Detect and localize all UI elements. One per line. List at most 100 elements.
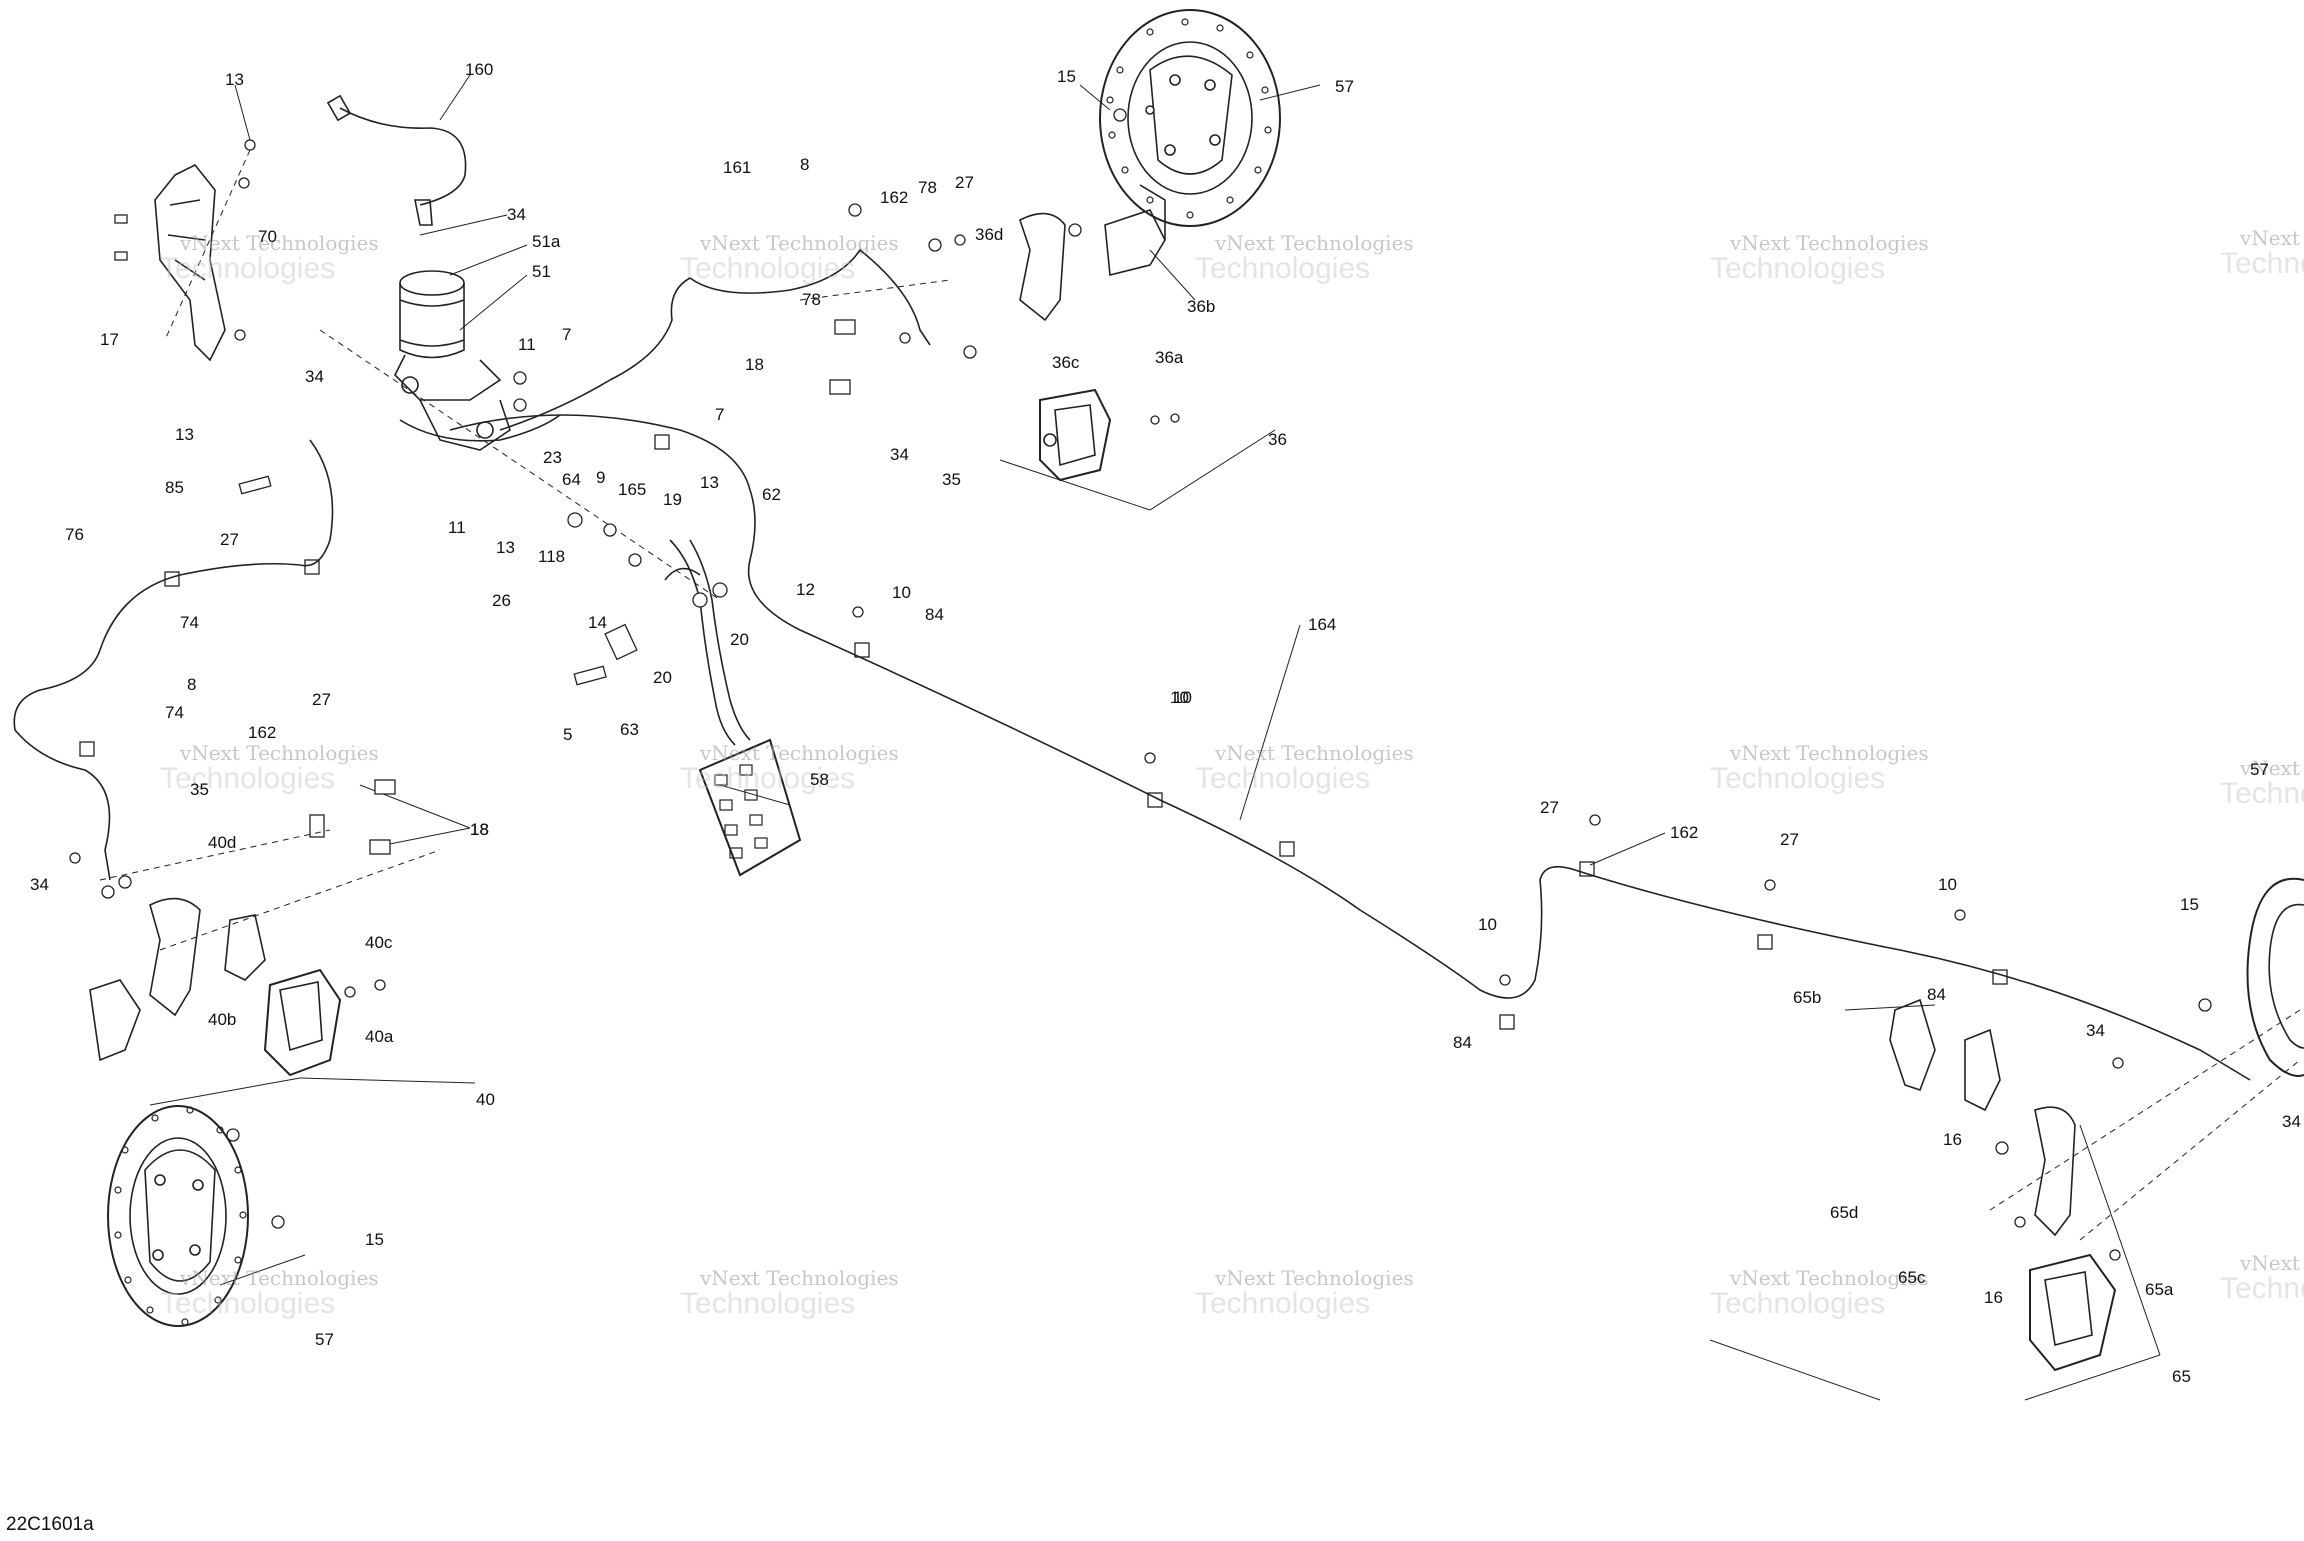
- callout-label: 13: [175, 425, 194, 444]
- callout-label: 10: [1173, 688, 1192, 707]
- front-caliper-36: [1040, 390, 1110, 480]
- callout-label: 12: [796, 580, 815, 599]
- callout-label: 62: [762, 485, 781, 504]
- callout-label: 36: [1268, 430, 1287, 449]
- callout-label: 14: [588, 613, 607, 632]
- callout-label: 35: [942, 470, 961, 489]
- callout-label: 5: [563, 725, 572, 744]
- watermark-line2: Technologies: [1710, 252, 1885, 285]
- callout-label: 27: [312, 690, 331, 709]
- callout-label: 84: [1453, 1033, 1472, 1052]
- watermark-line2: Technologies: [1195, 1287, 1370, 1320]
- callout-label: 57: [315, 1330, 334, 1349]
- callout-label: 16: [1984, 1288, 2003, 1307]
- callout-label: 13: [496, 538, 515, 557]
- callout-label: 164: [1308, 615, 1336, 634]
- callout-label: 65d: [1830, 1203, 1858, 1222]
- callout-label: 36d: [975, 225, 1003, 244]
- callout-label: 74: [180, 613, 199, 632]
- callout-label: 36a: [1155, 348, 1184, 367]
- watermark-line2: Technologies: [2220, 1272, 2304, 1305]
- callout-label: 34: [30, 875, 49, 894]
- brake-line-fitting: [328, 96, 350, 120]
- callout-label: 15: [2180, 895, 2199, 914]
- callout-label: 162: [880, 188, 908, 207]
- callout-label: 13: [700, 473, 719, 492]
- callout-label: 84: [1927, 985, 1946, 1004]
- brake-pedal: [665, 540, 800, 875]
- callout-label: 162: [1670, 823, 1698, 842]
- diagram-code: 22C1601a: [6, 1514, 94, 1535]
- callout-label: 27: [220, 530, 239, 549]
- brake-disc-front-right: [1100, 10, 1280, 226]
- callout-label: 58: [810, 770, 829, 789]
- brake-pad-65b: [1890, 1000, 2000, 1110]
- watermark-line2: Technologies: [1195, 762, 1370, 795]
- callout-label: 15: [365, 1230, 384, 1249]
- callout-label: 57: [1335, 77, 1354, 96]
- callout-label: 161: [723, 158, 751, 177]
- brake-line-76: [14, 440, 332, 880]
- callout-label: 10: [1478, 915, 1497, 934]
- callout-label: 27: [1780, 830, 1799, 849]
- callout-label: 27: [1540, 798, 1559, 817]
- callout-label: 65b: [1793, 988, 1821, 1007]
- callout-label: 70: [258, 227, 277, 246]
- front-caliper-40: [265, 970, 340, 1075]
- callout-label: 84: [925, 605, 944, 624]
- callout-label: 27: [955, 173, 974, 192]
- callout-label: 17: [100, 330, 119, 349]
- callout-labels: 13 160 70 34 51a 51 17 13 7 11 34 7 85 2…: [30, 60, 2301, 1386]
- callout-label: 34: [507, 205, 526, 224]
- callout-label: 162: [248, 723, 276, 742]
- callout-label: 35: [190, 780, 209, 799]
- callout-label: 10: [892, 583, 911, 602]
- callout-label: 160: [465, 60, 493, 79]
- callout-label: 65a: [2145, 1280, 2174, 1299]
- callout-label: 11: [518, 335, 536, 354]
- callout-label: 63: [620, 720, 639, 739]
- watermark-line2: Technologies: [160, 762, 335, 795]
- watermark-line2: Technologies: [2220, 777, 2304, 810]
- watermark-line2: Technologies: [2220, 247, 2304, 280]
- watermark-line2: Technologies: [1710, 762, 1885, 795]
- callout-label: 19: [663, 490, 682, 509]
- callout-label: 20: [730, 630, 749, 649]
- callout-label: 9: [596, 468, 605, 487]
- callout-label: 40c: [365, 933, 393, 952]
- callout-label: 40a: [365, 1027, 394, 1046]
- callout-label: 7: [562, 325, 571, 344]
- watermark-line2: Technologies: [1710, 1287, 1885, 1320]
- callout-label: 78: [802, 290, 821, 309]
- callout-label: 8: [800, 155, 809, 174]
- callout-label: 74: [165, 703, 184, 722]
- callout-label: 34: [2282, 1112, 2301, 1131]
- watermark-line2: Technologies: [1195, 252, 1370, 285]
- callout-label: 7: [715, 405, 724, 424]
- master-cylinder: [395, 271, 510, 450]
- callout-label: 57: [2250, 760, 2269, 779]
- parts-layer: [14, 10, 2304, 1400]
- brake-disc-rear-right-partial: [2248, 879, 2304, 1076]
- callout-label: 8: [187, 675, 196, 694]
- callout-label: 78: [918, 178, 937, 197]
- callout-label: 40b: [208, 1010, 236, 1029]
- caliper-bracket-40: [150, 899, 200, 1015]
- callout-label: 36b: [1187, 297, 1215, 316]
- callout-label: 36c: [1052, 353, 1080, 372]
- callout-label: 26: [492, 591, 511, 610]
- hardware: [70, 109, 2211, 1260]
- callout-label: 51a: [532, 232, 561, 251]
- watermark-line2: Technologies: [160, 252, 335, 285]
